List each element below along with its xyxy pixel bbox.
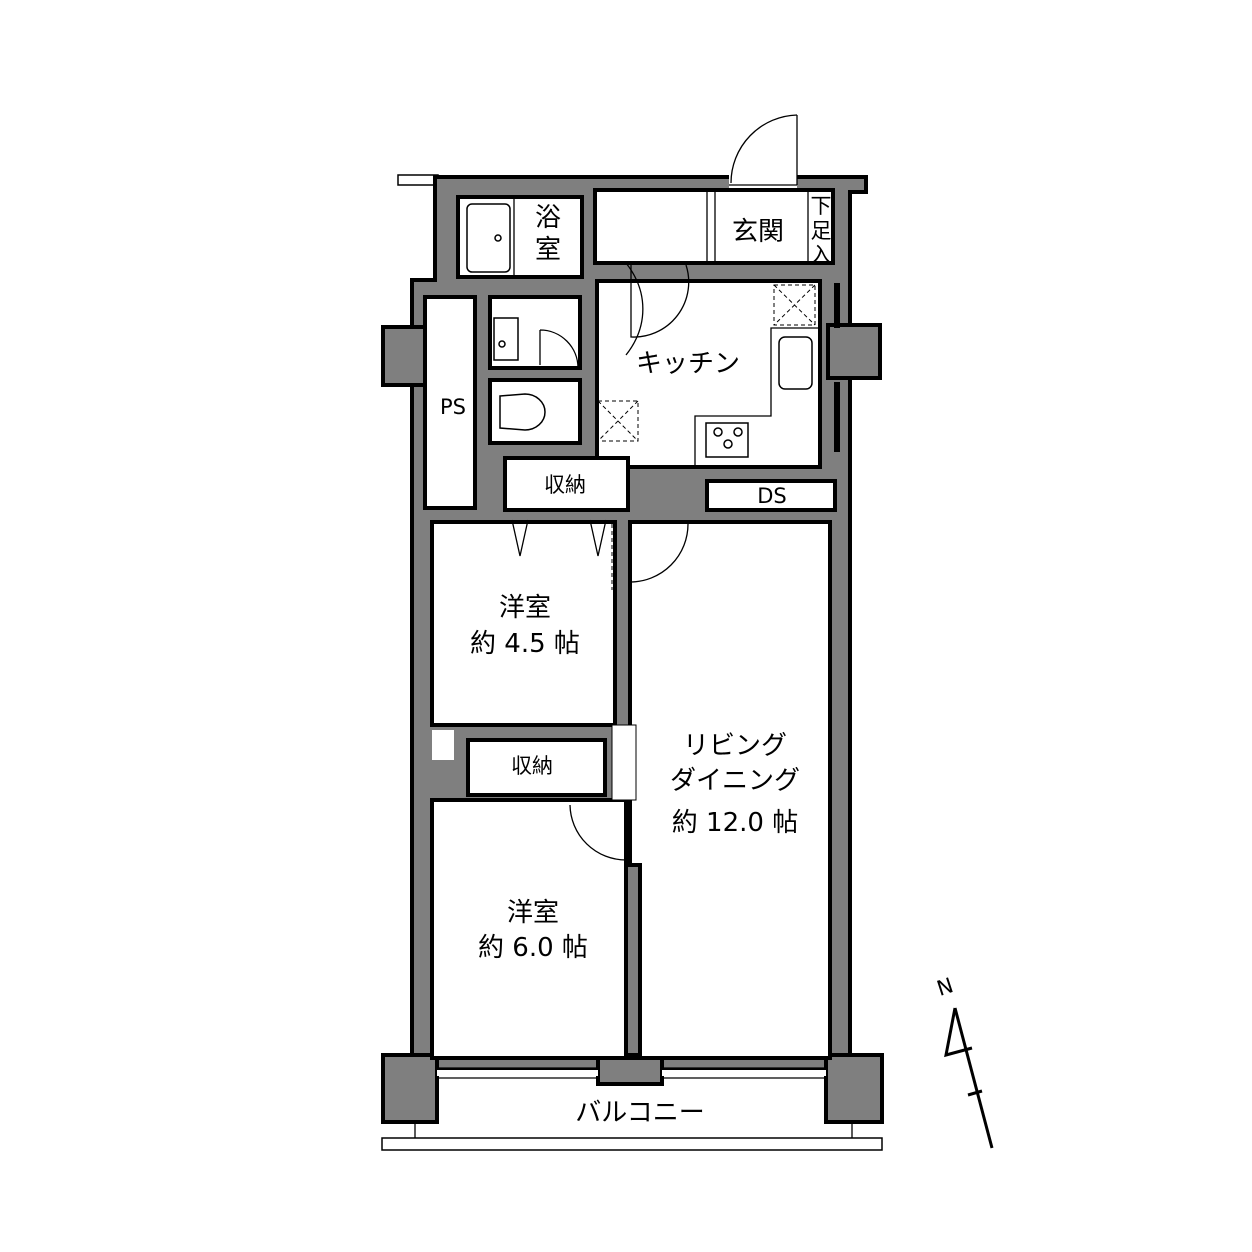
compass-needle bbox=[953, 1007, 994, 1149]
kitchen-counter bbox=[694, 327, 818, 465]
toilet-bowl bbox=[499, 393, 546, 431]
label-living-size: 約 12.0 帖 bbox=[672, 808, 798, 838]
western-room-2 bbox=[430, 798, 628, 1060]
entrance-door-swing bbox=[730, 114, 798, 184]
ldk-door-swing bbox=[629, 523, 689, 583]
label-living-1: リビング bbox=[683, 731, 787, 761]
label-ds: DS bbox=[757, 484, 787, 508]
balcony-windows bbox=[437, 1067, 826, 1079]
column bbox=[381, 1053, 439, 1124]
label-western-2-size: 約 6.0 帖 bbox=[478, 933, 588, 963]
compass-north-label: N bbox=[934, 973, 956, 1001]
column bbox=[824, 1053, 884, 1124]
label-shoe-1: 下 bbox=[811, 194, 832, 218]
closet-doors bbox=[511, 519, 607, 557]
label-bath-2: 室 bbox=[535, 235, 561, 265]
label-entrance: 玄関 bbox=[732, 217, 784, 247]
kitchen-door-swing bbox=[630, 263, 690, 338]
label-shoe-3: 入 bbox=[811, 243, 832, 267]
duct-space bbox=[705, 479, 837, 512]
label-ps: PS bbox=[440, 395, 466, 419]
label-shoe-2: 足 bbox=[811, 219, 832, 243]
fence bbox=[397, 174, 439, 186]
label-western-1-size: 約 4.5 帖 bbox=[470, 629, 580, 659]
ceiling-vent bbox=[773, 284, 816, 326]
western-room-1 bbox=[430, 520, 617, 727]
label-bath-1: 浴 bbox=[535, 203, 561, 233]
label-balcony: バルコニー bbox=[575, 1098, 704, 1128]
storage-top bbox=[503, 456, 630, 512]
balcony-rail bbox=[381, 1137, 883, 1151]
column bbox=[826, 323, 882, 380]
label-kitchen: キッチン bbox=[636, 349, 740, 379]
label-western-2: 洋室 bbox=[507, 898, 559, 928]
ceiling-vent bbox=[597, 400, 639, 442]
room-door-swing bbox=[569, 804, 627, 861]
label-living-2: ダイニング bbox=[670, 766, 800, 796]
compass: N bbox=[934, 973, 994, 1149]
pipe-space bbox=[423, 295, 477, 510]
label-storage-mid: 収納 bbox=[511, 754, 553, 778]
storage-mid bbox=[466, 738, 607, 797]
label-storage-top: 収納 bbox=[544, 473, 586, 497]
kitchen-sink bbox=[778, 336, 813, 390]
label-western-1: 洋室 bbox=[499, 593, 551, 623]
bathtub bbox=[466, 203, 511, 273]
entrance-hall bbox=[593, 188, 835, 265]
wash-basin bbox=[493, 317, 519, 361]
